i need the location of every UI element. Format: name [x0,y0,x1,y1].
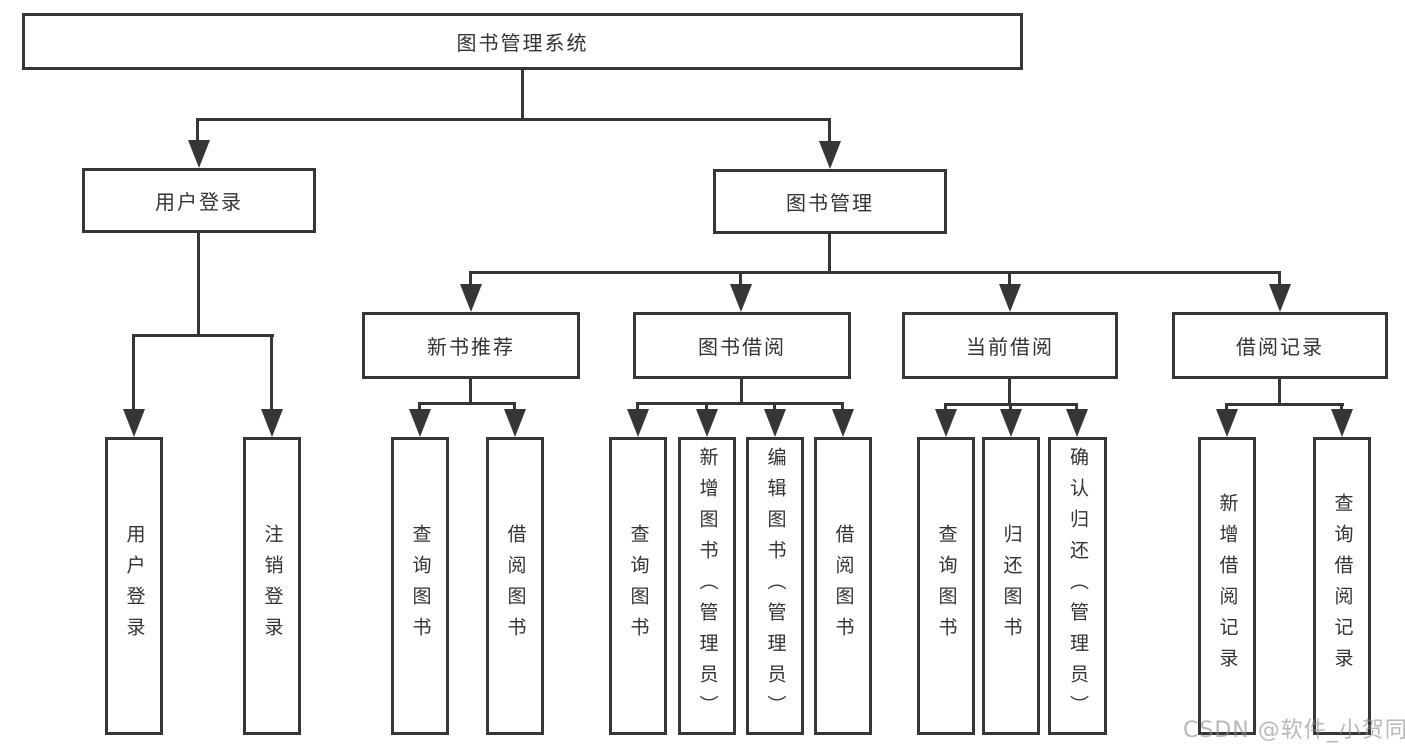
leaf-label: 借阅图书 [504,524,527,648]
connector-line [705,402,708,414]
leaf-label: 查询图书 [935,524,958,648]
connector-line [1075,403,1078,414]
connector-line [944,403,947,414]
connector-line [469,378,472,405]
connector-line [513,402,516,414]
node-user-login: 用户登录 [82,168,316,233]
leaf-query-books-3: 查询图书 [917,437,975,735]
arrow-down-icon [819,141,841,169]
arrow-down-icon [188,140,210,168]
leaf-borrow-books-1: 借阅图书 [486,437,544,735]
node-book-borrowing: 图书借阅 [633,312,851,379]
connector-line [739,271,742,289]
arrow-down-icon [627,409,649,437]
connector-line [132,334,135,412]
arrow-down-icon [123,409,145,437]
arrow-down-icon [409,409,431,437]
arrow-down-icon [1331,409,1353,437]
connector-line [197,231,200,336]
leaf-label: 借阅图书 [832,524,855,648]
leaf-label: 查询图书 [409,524,432,648]
connector-line [636,402,844,405]
leaf-add-borrow-record: 新增借阅记录 [1198,437,1256,735]
connector-line [196,118,199,144]
connector-line [841,402,844,414]
leaf-confirm-return-admin: 确认归还（管理员） [1048,437,1107,735]
connector-line [1008,378,1011,406]
leaf-label: 归还图书 [1000,524,1023,648]
arrow-down-icon [730,284,752,312]
node-current-borrowing: 当前借阅 [902,312,1118,379]
connector-line [740,378,743,405]
arrow-down-icon [696,409,718,437]
connector-line [1278,378,1281,406]
connector-line [469,271,472,289]
connector-line [132,334,274,337]
connector-line [418,402,421,414]
leaf-label: 编辑图书（管理员） [764,446,787,726]
arrow-down-icon [504,409,526,437]
leaf-edit-books-admin: 编辑图书（管理员） [746,437,804,735]
leaf-label: 查询借阅记录 [1331,493,1354,679]
connector-line [418,402,516,405]
arrow-down-icon [1269,284,1291,312]
connector-line [1009,403,1012,414]
arrow-down-icon [999,284,1021,312]
leaf-add-books-admin: 新增图书（管理员） [678,437,736,735]
connector-line [1278,271,1281,289]
arrow-down-icon [764,409,786,437]
connector-line [270,334,273,412]
connector-line [828,118,831,144]
leaf-user-login: 用户登录 [105,437,163,735]
connector-line [828,234,831,274]
node-new-book-recommendation: 新书推荐 [362,312,580,379]
leaf-query-borrow-record: 查询借阅记录 [1313,437,1371,735]
leaf-return-books: 归还图书 [982,437,1040,735]
arrow-down-icon [1216,409,1238,437]
connector-line [636,402,639,414]
leaf-borrow-books-2: 借阅图书 [814,437,872,735]
leaf-label: 新增图书（管理员） [696,446,719,726]
leaf-query-books-1: 查询图书 [391,437,449,735]
leaf-label: 查询图书 [627,524,650,648]
arrow-down-icon [1066,409,1088,437]
arrow-down-icon [261,409,283,437]
leaf-label: 注销登录 [261,524,284,648]
connector-line [469,271,1281,274]
leaf-label: 确认归还（管理员） [1066,446,1089,726]
leaf-label: 新增借阅记录 [1216,493,1239,679]
arrow-down-icon [1000,409,1022,437]
connector-line [521,69,524,121]
connector-line [1225,403,1228,414]
csdn-watermark: CSDN @软件_小贺同学 [1183,718,1405,743]
node-borrowing-records: 借阅记录 [1172,312,1388,379]
connector-line [1340,403,1343,414]
connector-line [197,118,831,121]
leaf-query-books-2: 查询图书 [609,437,667,735]
node-book-management: 图书管理 [713,169,947,234]
connector-line [1008,271,1011,289]
leaf-logout: 注销登录 [243,437,301,735]
leaf-label: 用户登录 [123,524,146,648]
connector-line [1225,403,1344,406]
arrow-down-icon [460,284,482,312]
node-library-management-system: 图书管理系统 [22,13,1023,70]
connector-line [773,402,776,414]
arrow-down-icon [832,409,854,437]
arrow-down-icon [935,409,957,437]
